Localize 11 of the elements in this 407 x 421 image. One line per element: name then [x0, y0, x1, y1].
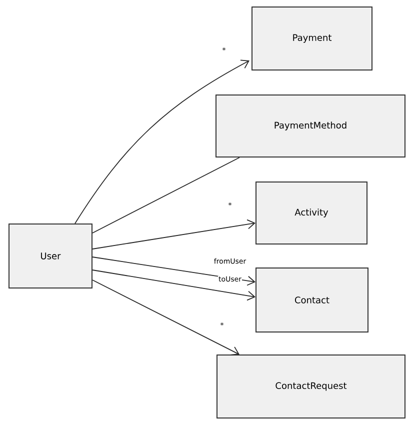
arrow: [92, 280, 240, 356]
class-box: Activity: [256, 182, 368, 244]
class-box: PaymentMethod: [216, 94, 406, 158]
arrow: [92, 219, 256, 250]
arrow: [92, 256, 256, 286]
class-box: User: [8, 224, 92, 288]
arrow: [92, 270, 256, 301]
class-box: ContactRequest: [216, 354, 406, 418]
class-box: Payment: [252, 6, 372, 70]
arrow: [74, 60, 250, 224]
class-box: Contact: [256, 268, 368, 332]
